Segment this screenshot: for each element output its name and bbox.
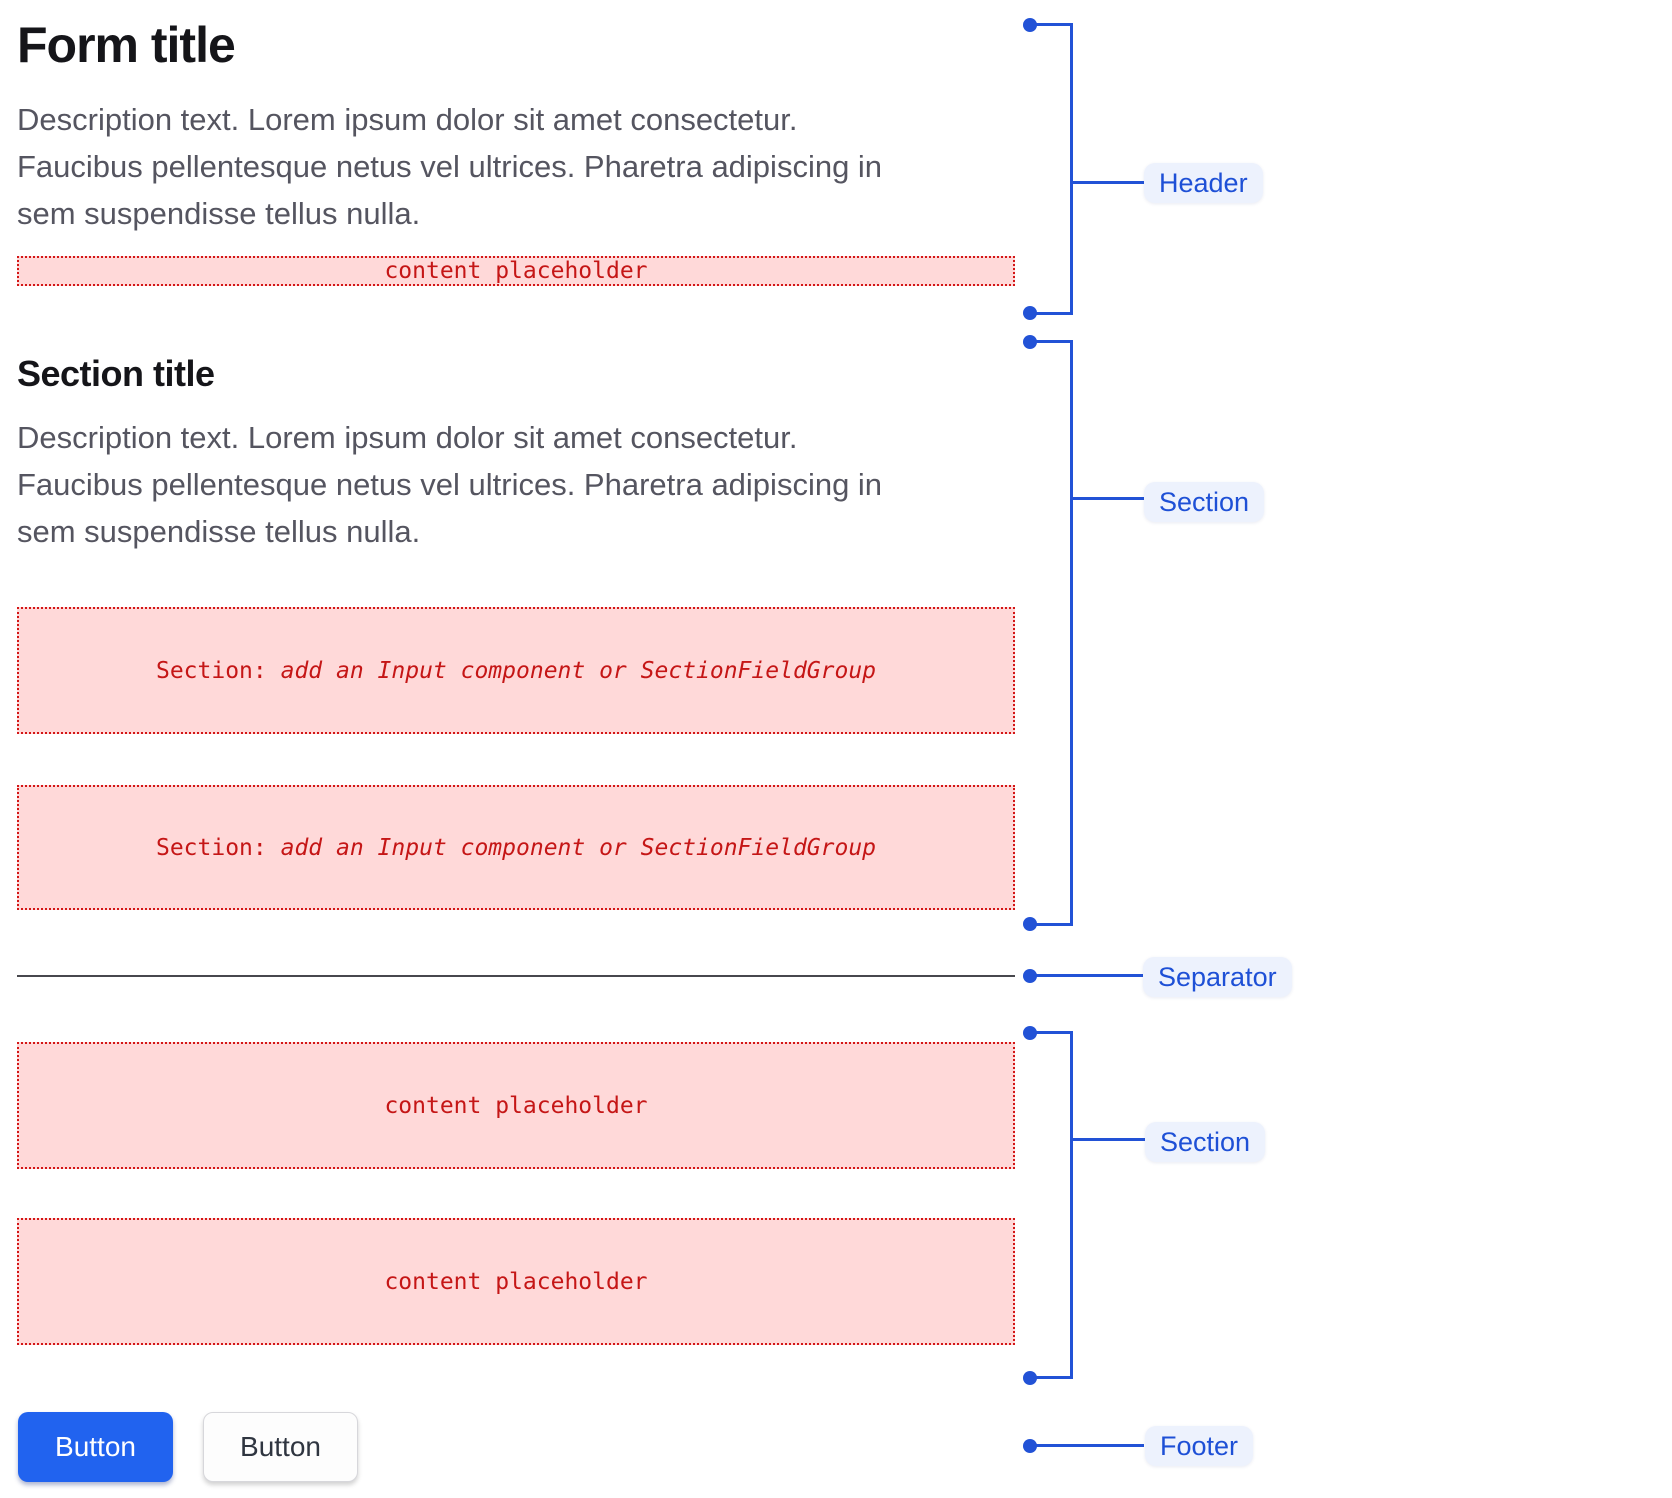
bracket-segment [1070,23,1073,315]
form-title: Form title [17,17,236,73]
section-description: Description text. Lorem ipsum dolor sit … [17,420,883,549]
bracket-segment [1070,1031,1073,1379]
annotation-label-section-2: Section [1145,1122,1266,1162]
connector-dot [1023,917,1037,931]
content-placeholder-text: content placeholder [384,1268,648,1295]
annotation-label-header: Header [1144,163,1263,203]
secondary-button[interactable]: Button [203,1412,358,1482]
separator-line [17,975,1015,977]
bracket-connector [1030,1444,1144,1447]
bracket-connector [1073,1138,1145,1141]
section-title: Section title [17,353,215,394]
annotation-label-separator: Separator [1143,957,1292,997]
annotation-label-footer: Footer [1145,1426,1254,1466]
bracket-segment [1030,923,1073,926]
form-description: Description text. Lorem ipsum dolor sit … [17,102,883,231]
bracket-connector [1073,497,1144,500]
bracket-segment [1030,1376,1073,1379]
section2-content-placeholder-1: content placeholder [17,1042,1015,1169]
header-content-placeholder: content placeholder [17,256,1015,286]
primary-button[interactable]: Button [18,1412,173,1482]
bracket-segment [1030,1031,1073,1034]
bracket-connector [1073,181,1144,184]
connector-dot [1023,306,1037,320]
section-input-placeholder-2: Section: add an Input component or Secti… [17,785,1015,910]
bracket-segment [1030,23,1073,26]
bracket-segment [1070,340,1073,926]
content-placeholder-text: content placeholder [384,1092,648,1119]
section2-content-placeholder-2: content placeholder [17,1218,1015,1345]
annotation-label-section-1: Section [1144,482,1265,522]
bracket-connector [1030,974,1143,977]
section-placeholder-text: Section: add an Input component or Secti… [155,834,877,861]
header-content-placeholder-text: content placeholder [384,258,648,284]
section-input-placeholder-1: Section: add an Input component or Secti… [17,607,1015,734]
connector-dot [1023,1371,1037,1385]
bracket-segment [1030,340,1073,343]
bracket-segment [1030,312,1073,315]
section-placeholder-text: Section: add an Input component or Secti… [155,657,877,684]
